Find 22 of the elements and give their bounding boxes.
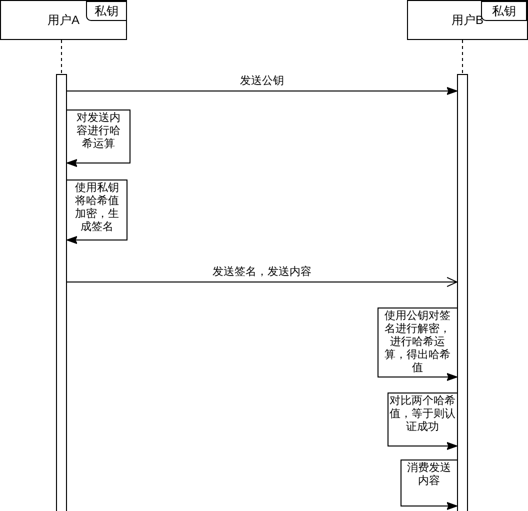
lifeline — [462, 40, 463, 74]
activation-bar — [56, 74, 67, 511]
message-label: 发送公钥 — [240, 75, 284, 88]
self-message-arrow — [378, 308, 458, 381]
key-tag: 私钥 — [86, 1, 127, 21]
message-label: 消费发送内容 — [406, 462, 452, 488]
message-label: 发送签名，发送内容 — [212, 266, 312, 279]
message-label: 对比两个哈希值，等于则认证成功 — [388, 395, 456, 434]
self-message-arrow — [388, 392, 458, 450]
participant-box — [0, 0, 127, 40]
participant-box — [407, 0, 528, 40]
message-label: 使用私钥将哈希值加密，生成签名 — [74, 182, 120, 234]
self-message-arrow — [66, 180, 128, 244]
message-label: 使用公钥对签名进行解密，进行哈希运算，得出哈希值 — [384, 310, 452, 375]
self-message-arrow — [66, 110, 130, 167]
message-arrow — [66, 87, 458, 95]
self-message-arrow — [400, 460, 458, 510]
participant-name: 用户A — [47, 12, 80, 28]
lifeline — [61, 40, 62, 74]
message-arrow — [66, 277, 458, 287]
message-label: 对发送内容进行哈希运算 — [76, 112, 122, 151]
activation-bar — [457, 74, 468, 511]
